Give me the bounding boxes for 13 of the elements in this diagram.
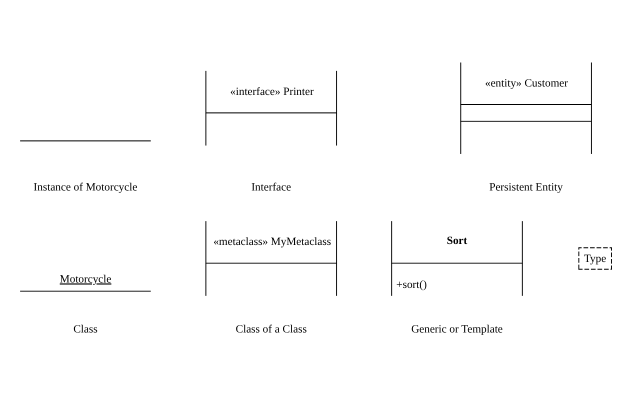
node-label: Instance of Motorcycle <box>34 180 138 193</box>
node-label: Persistent Entity <box>489 180 563 193</box>
node-text: «entity» Customer <box>485 76 568 89</box>
node-label: Interface <box>251 180 292 193</box>
node-text: Sort +sort() <box>396 234 468 291</box>
node-label: Generic or Template <box>411 322 503 335</box>
node-label: Class <box>73 322 98 335</box>
node-text: Motorcycle <box>60 272 112 285</box>
node-box: Type <box>578 246 612 270</box>
node-text: «interface» Printer <box>230 85 314 98</box>
node-text: «metaclass» MyMetaclass <box>213 236 332 248</box>
node-bar <box>20 140 152 141</box>
node-label: Class of a Class <box>236 322 307 335</box>
